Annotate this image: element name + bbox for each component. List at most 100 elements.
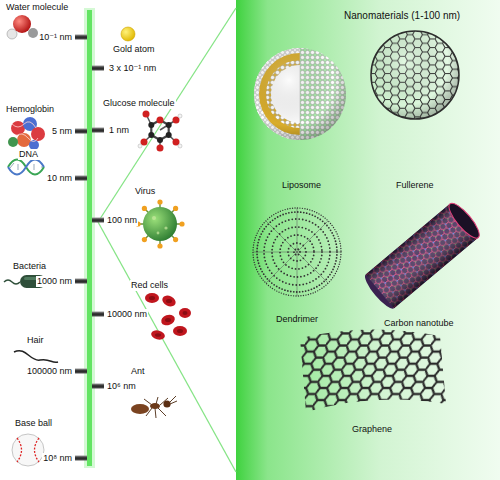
scale-ticks — [92, 218, 104, 223]
dendrimer-icon — [253, 208, 341, 296]
item-name: Water molecule — [5, 2, 69, 13]
dna-icon — [8, 160, 44, 175]
scale-ticks — [92, 312, 104, 317]
glucose-icon — [143, 111, 150, 118]
item-name: Base ball — [14, 418, 53, 429]
glucose-icon — [141, 111, 180, 152]
dendrimer-icon — [272, 227, 322, 277]
red-cells-icon — [161, 294, 178, 309]
red-cells-icon — [179, 308, 191, 318]
virus-icon — [142, 206, 147, 211]
baseball-icon — [17, 438, 39, 462]
glucose-icon — [138, 114, 182, 148]
graphene-icon — [300, 329, 446, 412]
material-name: Graphene — [352, 424, 392, 435]
glucose-icon — [148, 132, 154, 138]
water-icon — [7, 29, 17, 39]
scale-ticks — [75, 279, 87, 284]
size-value: 10000 nm — [106, 309, 148, 320]
hemoglobin-icon — [12, 122, 38, 142]
gold-atom-icon — [121, 27, 135, 41]
zoom-lines — [98, 8, 236, 222]
size-value: 100000 nm — [26, 366, 73, 377]
panel-ground — [236, 0, 500, 480]
dendrimer-icon — [253, 208, 341, 296]
virus-icon — [164, 226, 167, 229]
fullerene-icon — [371, 31, 459, 119]
bacteria-icon — [4, 280, 20, 284]
scale-ticks — [75, 176, 87, 181]
item-name: Ant — [130, 366, 146, 377]
virus-icon — [152, 216, 168, 234]
dendrimer-icon — [257, 212, 337, 292]
dendrimer-icon — [253, 208, 341, 296]
scale-bar — [84, 8, 95, 468]
glucose-icon — [157, 145, 164, 152]
material-name: Carbon nanotube — [384, 318, 454, 329]
material-name: Liposome — [282, 180, 321, 191]
scale-ticks — [92, 66, 104, 71]
red-cells-icon — [150, 329, 166, 341]
red-cells-icon — [145, 293, 159, 303]
dendrimer-icon — [253, 208, 341, 296]
liposome-icon — [254, 48, 300, 140]
virus-icon — [179, 221, 184, 226]
ant-icon — [150, 403, 160, 409]
virus-icon — [142, 237, 147, 242]
zoom-lines — [98, 8, 236, 472]
zoom-lines — [98, 222, 236, 472]
liposome-icon — [254, 48, 346, 140]
fullerene-icon — [371, 31, 459, 119]
glucose-icon — [148, 122, 171, 143]
virus-icon — [157, 243, 162, 248]
glucose-icon — [178, 144, 182, 148]
red-cells-icon — [183, 311, 188, 315]
glucose-icon — [166, 132, 172, 138]
item-name: DNA — [18, 149, 39, 160]
virus-icon — [135, 199, 184, 248]
dendrimer-icon — [288, 243, 306, 261]
size-value: 10⁶ nm — [106, 381, 137, 392]
liposome-icon — [300, 48, 301, 140]
glucose-icon — [178, 114, 182, 118]
water-icon — [7, 15, 38, 39]
red-cells-icon — [173, 326, 187, 336]
red-cells-icon — [177, 329, 183, 333]
scale-ticks — [75, 35, 104, 461]
size-value: 1000 nm — [36, 276, 73, 287]
material-name: Dendrimer — [276, 314, 318, 325]
fullerene-icon — [371, 31, 459, 119]
glucose-icon — [138, 144, 142, 148]
virus-icon — [157, 232, 160, 235]
ant-icon — [144, 396, 177, 418]
size-value: 10⁻¹ nm — [38, 32, 73, 43]
material-name: Fullerene — [396, 180, 434, 191]
baseball-icon — [12, 434, 44, 466]
item-name: Virus — [134, 186, 156, 197]
glucose-icon — [157, 137, 163, 143]
scale-ticks — [75, 129, 87, 134]
item-name: Red cells — [130, 280, 169, 291]
liposome-icon — [254, 48, 346, 140]
dendrimer-icon — [264, 219, 330, 285]
liposome-icon — [254, 48, 300, 140]
item-name: Bacteria — [12, 261, 47, 272]
liposome-icon — [254, 48, 346, 140]
size-value: 5 nm — [51, 126, 73, 137]
water-icon — [28, 28, 38, 38]
scale-bar — [84, 8, 95, 468]
ant-icon — [131, 396, 177, 418]
red-cells-icon — [160, 313, 177, 327]
dna-icon — [8, 160, 44, 175]
item-name: Gold atom — [112, 44, 156, 55]
nanotube-icon — [445, 199, 484, 242]
scale-bar — [87, 10, 92, 466]
glucose-icon — [157, 117, 164, 124]
virus-icon — [135, 199, 184, 248]
virus-icon — [143, 207, 177, 241]
hemoglobin-icon — [11, 121, 25, 135]
scale-ticks — [92, 384, 104, 389]
glucose-icon — [138, 111, 182, 152]
red-cells-icon — [155, 333, 161, 337]
baseball-icon — [12, 434, 44, 466]
